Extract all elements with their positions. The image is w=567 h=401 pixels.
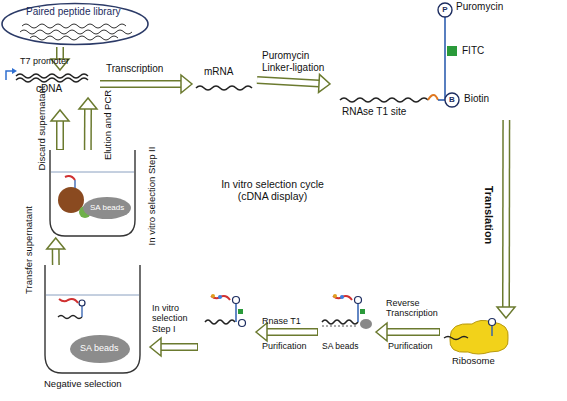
node-text: RNAse T1 site xyxy=(342,106,406,118)
promoter-arrowhead xyxy=(12,68,17,74)
node-text: mRNA xyxy=(204,66,233,78)
mrna-strand: mRNA xyxy=(192,62,257,98)
step-label: In vitro selection Step II xyxy=(147,147,158,246)
node-text: Paired peptide library xyxy=(26,6,121,18)
step-label: Reverse Transcription xyxy=(386,298,448,319)
selection-tube-shape xyxy=(40,265,145,395)
edge-label: Translation xyxy=(483,186,496,245)
node-text: Biotin xyxy=(464,93,489,105)
node-text: SA beads xyxy=(80,343,119,353)
puromycin-symbol: P xyxy=(442,5,447,14)
cdna-strand: cDNA xyxy=(8,70,100,98)
edge-label: Elution and PCR xyxy=(103,90,114,160)
cdna-construct xyxy=(205,294,246,327)
library-ellipse: Paired peptide library xyxy=(0,2,150,47)
puromycin-construct: PuromycinFITC BiotinRNAse T1 site xyxy=(330,0,565,120)
edge-label: Puromycin Linker-ligation xyxy=(262,50,328,73)
selection-tube: SA beads xyxy=(45,150,140,238)
step-label: Purification xyxy=(262,341,307,351)
flow-arrow xyxy=(47,238,65,265)
flow-arrow xyxy=(497,120,515,318)
flow-arrow xyxy=(257,74,330,92)
step-label: Rnase T1 xyxy=(262,316,301,326)
step-arrow xyxy=(376,323,440,341)
discard-arrow xyxy=(51,110,69,150)
edge-label: Transcription xyxy=(106,63,163,75)
step-label: In vitro selection Step I xyxy=(152,303,204,334)
puromycin-construct-shape xyxy=(330,0,565,120)
selection-tube: SA beadsNegative selection xyxy=(40,265,145,395)
biotin-symbol: B xyxy=(449,95,455,104)
step-arrow xyxy=(150,338,198,356)
promoter-label: T7 promoter xyxy=(20,56,69,66)
step-label: Purification xyxy=(388,341,433,351)
node-text: Puromycin xyxy=(456,1,503,13)
flow-arrow xyxy=(100,75,192,93)
step-label: Discard supernatant xyxy=(37,85,48,170)
selection-tube-shape xyxy=(45,150,140,238)
flow-arrow xyxy=(79,98,97,150)
cdna-construct xyxy=(322,294,372,329)
node-text: FITC xyxy=(462,45,484,57)
edge-label: Transfer supernatant xyxy=(24,206,35,294)
ribosome: Ribosome xyxy=(440,318,520,373)
node-text: Negative selection xyxy=(44,379,122,390)
bead-label: SA beads xyxy=(322,342,358,352)
node-text: SA beads xyxy=(90,203,124,212)
cycle-title: In vitro selection cycle (cDNA display) xyxy=(205,178,340,202)
node-text: Ribosome xyxy=(452,356,495,367)
